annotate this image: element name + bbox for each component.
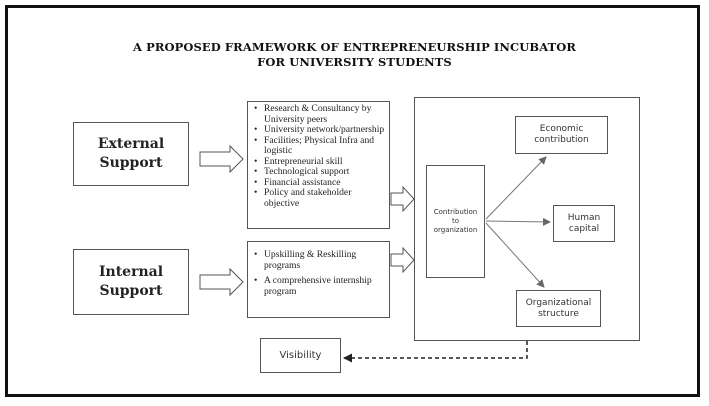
diagram-title-line2: FOR UNIVERSITY STUDENTS bbox=[257, 55, 452, 69]
external-item: Entrepreneurial skill bbox=[254, 156, 385, 168]
external-item: Research & Consultancy by University pee… bbox=[254, 103, 385, 125]
internal-support-line1: Internal bbox=[98, 264, 164, 280]
external-items-box: Research & Consultancy by University pee… bbox=[247, 101, 390, 229]
block-arrow-external-to-org bbox=[390, 185, 415, 213]
internal-item: A comprehensive internship program bbox=[254, 275, 385, 297]
economic-line1: Economic bbox=[539, 124, 584, 134]
contribution-box: Contribution to organization bbox=[426, 165, 485, 278]
external-support-box: External Support bbox=[73, 122, 189, 186]
visibility-box: Visibility bbox=[260, 338, 341, 373]
human-capital-box: Human capital bbox=[553, 205, 615, 242]
organizational-structure-box: Organizational structure bbox=[516, 290, 601, 327]
external-item: Facilities; Physical Infra and logistic bbox=[254, 135, 385, 157]
external-items-list: Research & Consultancy by University pee… bbox=[248, 102, 389, 209]
external-item: University network/partnership bbox=[254, 124, 385, 136]
external-support-line1: External bbox=[97, 136, 165, 152]
arrow-to-organizational bbox=[485, 222, 545, 288]
visibility-label: Visibility bbox=[279, 350, 322, 361]
external-item: Financial assistance bbox=[254, 177, 385, 189]
internal-support-line2: Support bbox=[99, 283, 163, 299]
external-item: Technological support bbox=[254, 166, 385, 178]
internal-items-list: Upskilling & Reskilling programs A compr… bbox=[248, 242, 389, 297]
external-item: Policy and stakeholder objective bbox=[254, 187, 385, 209]
economic-contribution-box: Economic contribution bbox=[515, 116, 608, 154]
arrow-to-human bbox=[485, 217, 551, 226]
block-arrow-internal-to-org bbox=[390, 246, 415, 274]
organizational-line2: structure bbox=[538, 308, 579, 319]
internal-items-box: Upskilling & Reskilling programs A compr… bbox=[247, 241, 390, 318]
human-line1: Human bbox=[567, 212, 601, 223]
organizational-line1: Organizational bbox=[525, 297, 592, 308]
contribution-line3: organization bbox=[433, 226, 478, 234]
internal-support-box: Internal Support bbox=[73, 249, 189, 315]
economic-line2: contribution bbox=[534, 135, 589, 145]
contribution-line2: to bbox=[451, 217, 460, 225]
internal-item: Upskilling & Reskilling programs bbox=[254, 249, 385, 271]
arrow-to-economic bbox=[485, 156, 547, 220]
external-support-line2: Support bbox=[99, 155, 163, 171]
dashed-arrow-to-visibility bbox=[343, 341, 528, 363]
contribution-line1: Contribution bbox=[433, 208, 478, 216]
block-arrow-external bbox=[199, 144, 244, 174]
diagram-title-line1: A PROPOSED FRAMEWORK OF ENTREPRENEURSHIP… bbox=[132, 40, 577, 54]
block-arrow-internal bbox=[199, 267, 244, 297]
human-line2: capital bbox=[568, 223, 600, 234]
